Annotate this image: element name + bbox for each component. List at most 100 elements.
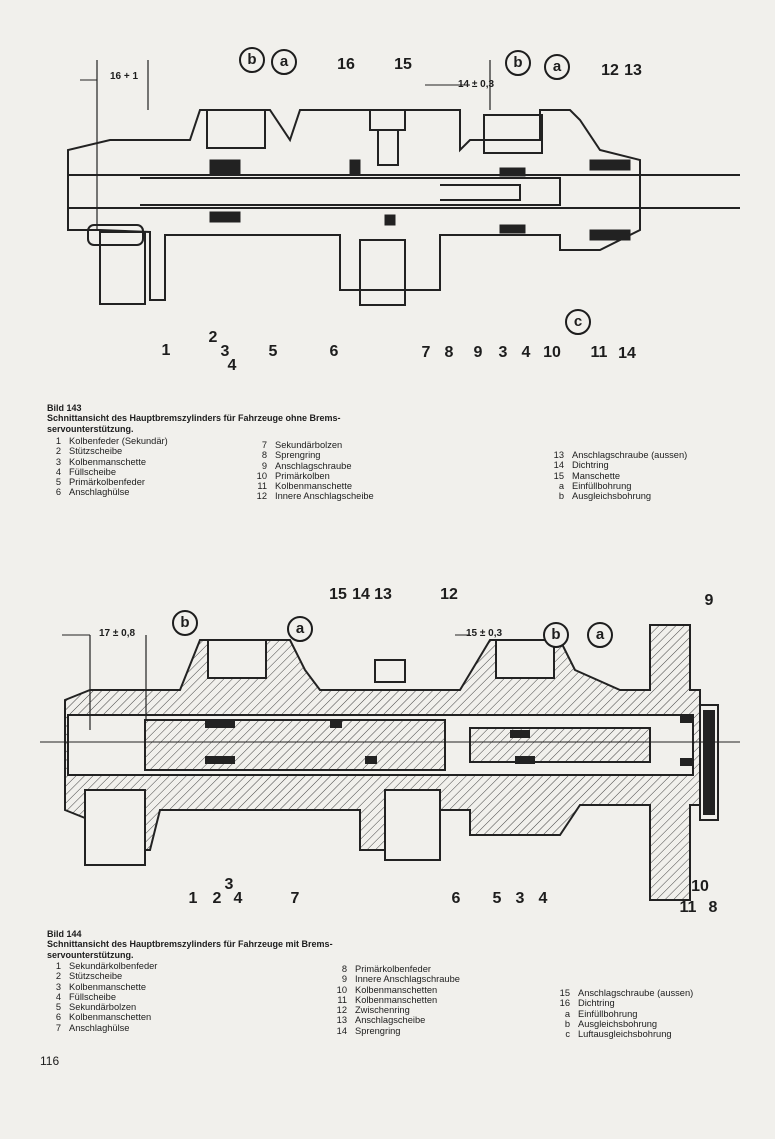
figure-144-caption: Bild 144 Schnittansicht des Hauptbremszy… [47,929,347,960]
callout-12: 12 [601,62,619,79]
callout-12: 12 [440,586,458,603]
callout-9: 9 [473,344,483,361]
callout-6: 6 [451,890,461,907]
callout-b: b [505,50,531,76]
callout-3: 3 [224,876,234,893]
dimension-right: 14 ± 0,3 [458,79,495,90]
callout-a: a [271,49,297,75]
callout-11: 11 [679,899,697,916]
dimension-left: 16 + 1 [110,71,139,82]
callout-b: b [239,47,265,73]
callout-11: 11 [590,344,608,361]
callout-5: 5 [268,343,278,360]
callout-15: 15 [394,56,412,73]
figure-number: Bild 143 [47,403,82,413]
figure-143-caption: Bild 143 Schnittansicht des Hauptbremszy… [47,403,347,434]
cylinder-section-drawing-144 [40,624,740,901]
callout-6: 6 [329,343,339,360]
callout-10: 10 [543,344,561,361]
callout-9: 9 [704,592,714,609]
figure-143-drawing: 16 + 1 14 ± 0,3 b a 16 15 b a 12 13 1 2 … [0,0,775,400]
callout-2: 2 [208,329,218,346]
callout-4: 4 [233,890,243,907]
dimension-left: 17 ± 0,8 [99,628,136,639]
cylinder-section-drawing-143 [67,60,740,306]
callout-16: 16 [337,56,355,73]
callout-8: 8 [444,344,454,361]
callout-8: 8 [708,899,718,916]
dimension-right: 15 ± 0,3 [466,628,503,639]
callout-14: 14 [618,345,636,362]
figure-number: Bild 144 [47,929,82,939]
callout-13: 13 [374,586,392,603]
callout-1: 1 [188,890,198,907]
page-number: 116 [40,1054,60,1068]
callout-4: 4 [227,357,237,374]
callout-4: 4 [521,344,531,361]
callout-15: 15 [329,586,347,603]
callout-3: 3 [515,890,525,907]
callout-4: 4 [538,890,548,907]
callout-b: b [172,610,198,636]
callout-14: 14 [352,586,370,603]
callout-5: 5 [492,890,502,907]
callout-10: 10 [691,878,709,895]
callout-1: 1 [161,342,171,359]
callout-7: 7 [290,890,300,907]
callout-7: 7 [421,344,431,361]
callout-b: b [543,622,569,648]
callout-3: 3 [220,343,230,360]
figure-title: Schnittansicht des Hauptbremszylinders f… [47,939,333,960]
callout-3: 3 [498,344,508,361]
callout-c: c [565,309,591,335]
figure-144-drawing: 17 ± 0,8 15 ± 0,3 b a 15 14 13 12 b a 9 … [0,580,775,920]
figure-title: Schnittansicht des Hauptbremszylinders f… [47,413,341,434]
callout-a: a [544,54,570,80]
callout-13: 13 [624,62,642,79]
callout-a: a [287,616,313,642]
callout-a: a [587,622,613,648]
